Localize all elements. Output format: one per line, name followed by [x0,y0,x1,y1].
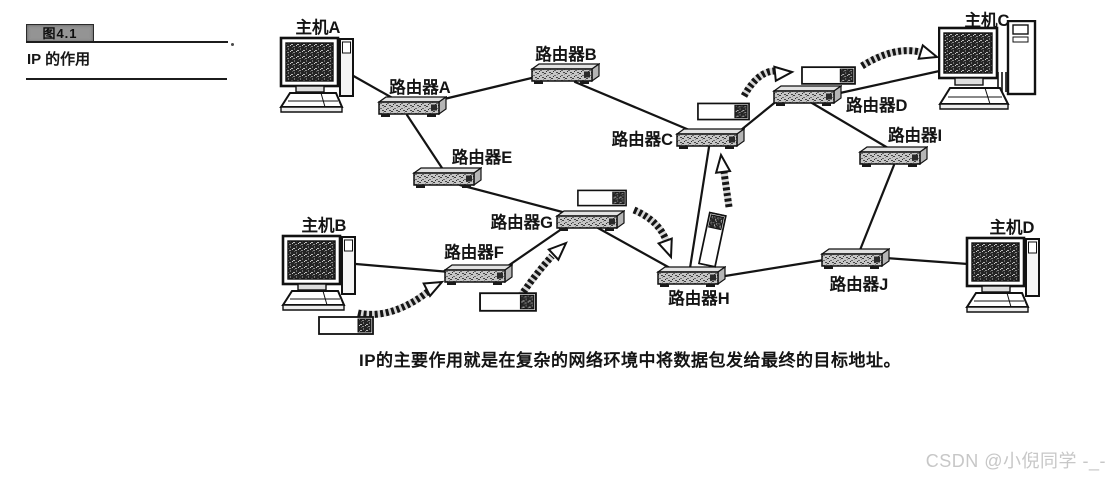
host-b-icon [281,234,357,312]
csdn-watermark: CSDN @小倪同学 -_- [925,451,1106,471]
packet-near-routerD [801,66,856,85]
host-c-icon [938,20,1037,111]
link-routerG-routerH [596,226,672,270]
router-a-icon [378,96,447,118]
flow-arrow-routerH-routerC [713,153,733,208]
packet-near-routerG [577,189,627,207]
link-routerJ-hostD [884,256,970,266]
router-i-icon [859,146,928,168]
packet-near-routerF [479,292,537,312]
router-g-label: 路由器G [491,212,553,232]
router-c-label: 路由器C [612,129,674,149]
router-f-label: 路由器F [444,242,504,262]
host-d-label: 主机D [990,217,1035,237]
flow-arrow-routerG-routerH [632,206,679,261]
router-g-icon [556,210,625,232]
flow-arrow-hostB-routerF [357,274,447,318]
packet-in-transit-vertical [698,211,727,268]
router-b-label: 路由器B [535,44,597,64]
link-hostB-routerF [354,262,452,274]
flow-arrow-routerD-hostC [860,44,941,69]
packet-near-hostB [318,316,374,335]
header-rule-bottom [26,78,227,80]
host-d-icon [965,236,1041,314]
router-h-icon [657,266,726,288]
router-e-label: 路由器E [452,147,513,167]
router-d-label: 路由器D [846,95,908,115]
router-j-icon [821,248,890,270]
node-labels: 主机A 主机B 主机C 主机D 路由器A 路由器B 路由器C 路由器D 路由器E… [296,10,1035,308]
link-routerG-routerF [503,224,568,270]
router-c-icon [676,128,745,150]
router-f-icon [444,264,513,286]
figure-title: IP 的作用 [27,51,91,68]
packet-near-routerC [697,102,750,121]
router-i-label: 路由器I [888,125,942,145]
figure-caption: IP的主要作用就是在复杂的网络环境中将数据包发给最终的目标地址。 [358,351,902,370]
link-routerD-routerI [810,101,890,150]
router-a-label: 路由器A [389,77,451,97]
link-routerH-routerJ [723,258,826,278]
link-routerI-routerJ [858,163,896,252]
link-routerC-routerH [688,145,711,270]
flow-arrow-routerC-routerD [740,64,794,98]
host-a-icon [279,36,355,114]
router-d-icon [773,85,842,107]
link-hostA-routerA [348,72,398,102]
host-b-label: 主机B [302,215,347,235]
network-links [348,68,970,278]
link-routerA-routerB [438,74,542,102]
link-routerD-hostC [838,68,946,95]
stray-mark [231,43,234,46]
link-routerA-routerE [405,113,444,170]
link-routerC-routerD [739,98,780,132]
router-b-icon [531,63,600,85]
router-e-icon [413,167,482,189]
router-h-label: 路由器H [668,288,729,308]
header-rule-top [26,41,228,43]
link-routerB-routerC [573,80,696,134]
router-j-label: 路由器J [830,274,889,294]
host-a-label: 主机A [296,17,341,37]
packet-flow-arrows [357,44,941,318]
link-routerE-routerG [458,183,572,216]
host-c-label: 主机C [965,10,1010,30]
